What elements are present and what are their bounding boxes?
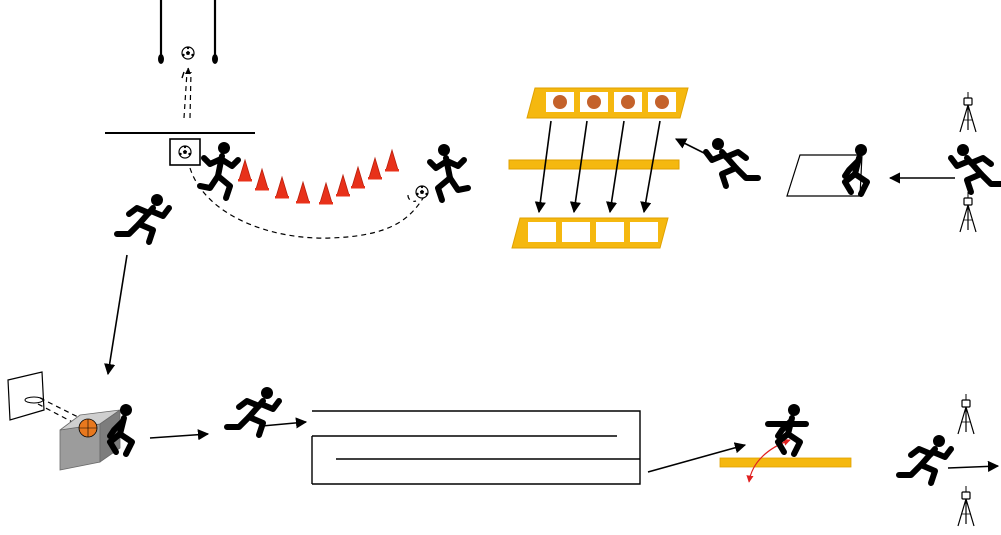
zigzag-lanes <box>311 410 641 485</box>
sprinting-person-icon <box>899 435 951 483</box>
camera-tripod-icon <box>957 485 975 527</box>
sprinting-person-icon <box>117 194 169 242</box>
soccer-ball-icon <box>181 46 195 60</box>
start-square <box>786 144 867 196</box>
traffic-cone-icon <box>384 149 400 172</box>
soccer-goal-area <box>105 0 255 166</box>
traffic-cone-icon <box>335 174 351 197</box>
traffic-cone-icon <box>254 168 270 191</box>
crouching-person-icon <box>778 404 800 454</box>
sprinting-person-icon <box>227 387 279 435</box>
basketball-hoop-icon <box>7 371 45 421</box>
target-ball <box>587 95 601 109</box>
target-ball <box>553 95 567 109</box>
running-person-icon <box>200 142 238 198</box>
running-person-icon <box>430 144 468 200</box>
basketball-station <box>7 371 132 471</box>
traffic-cone-icon <box>318 182 334 205</box>
cone-row <box>237 149 400 205</box>
camera-tripod-icon <box>957 393 975 435</box>
traffic-cone-icon <box>367 157 383 180</box>
sprinting-person-icon <box>951 144 1001 192</box>
traffic-cone-icon <box>274 176 290 199</box>
camera-tripod-icon <box>959 191 977 233</box>
middle-bar <box>508 159 680 170</box>
crouching-person-icon <box>845 144 867 194</box>
soccer-ball-icon <box>178 145 192 159</box>
camera-tripod-icon <box>959 91 977 133</box>
soccer-ball-icon <box>415 185 429 199</box>
dribble-path <box>189 167 429 239</box>
target-mats <box>508 87 689 249</box>
hurdle-jump <box>719 404 852 483</box>
traffic-cone-icon <box>295 181 311 204</box>
swing-arrow <box>746 438 791 483</box>
traffic-cone-icon <box>237 159 253 182</box>
target-ball <box>655 95 669 109</box>
traffic-cone-icon <box>350 166 366 189</box>
hurdle-bar <box>719 457 852 468</box>
goal-post-left <box>158 54 164 64</box>
sprinting-person-icon <box>706 138 758 186</box>
target-ball <box>621 95 635 109</box>
goal-post-right <box>212 54 218 64</box>
